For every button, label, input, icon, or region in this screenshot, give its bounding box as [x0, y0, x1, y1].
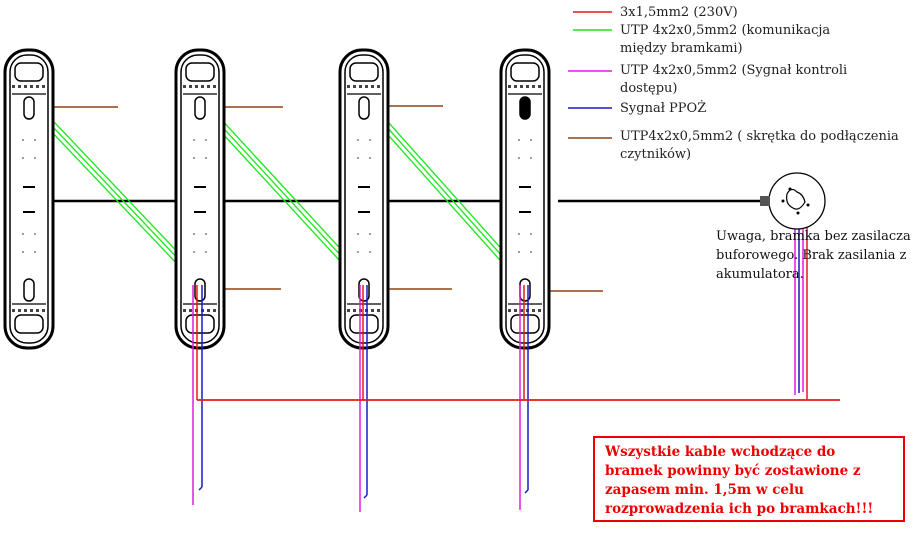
- legend-label-access-2: dostępu): [620, 81, 678, 96]
- legend-label-fire: Sygnał PPOŻ: [620, 101, 707, 116]
- legend-label-comm-1: UTP 4x2x0,5mm2 (komunikacja: [620, 23, 831, 38]
- green-comm-cables: [28, 103, 533, 288]
- legend-label-comm-2: między bramkami): [620, 41, 743, 56]
- vertical-feeds: [192, 285, 529, 512]
- gate-2: [174, 48, 226, 350]
- wicket-gate-icon: [760, 172, 826, 230]
- gate-4: [499, 48, 551, 350]
- legend-label-power: 3x1,5mm2 (230V): [620, 5, 738, 20]
- gate-1: [3, 48, 55, 350]
- warning-box: Wszystkie kable wchodzące do bramek powi…: [593, 436, 905, 522]
- gates: [3, 48, 551, 350]
- wicket-feeds: [794, 205, 808, 400]
- legend-swatches: [568, 11, 612, 139]
- legend-label-access-1: UTP 4x2x0,5mm2 (Sygnał kontroli: [620, 63, 848, 78]
- gate-3: [338, 48, 390, 350]
- legend-label-reader-2: czytników): [620, 147, 692, 162]
- legend-label-reader-1: UTP4x2x0,5mm2 ( skrętka do podłączenia: [620, 129, 899, 144]
- power-note: Uwaga, bramka bez zasilacza buforowego. …: [716, 229, 911, 282]
